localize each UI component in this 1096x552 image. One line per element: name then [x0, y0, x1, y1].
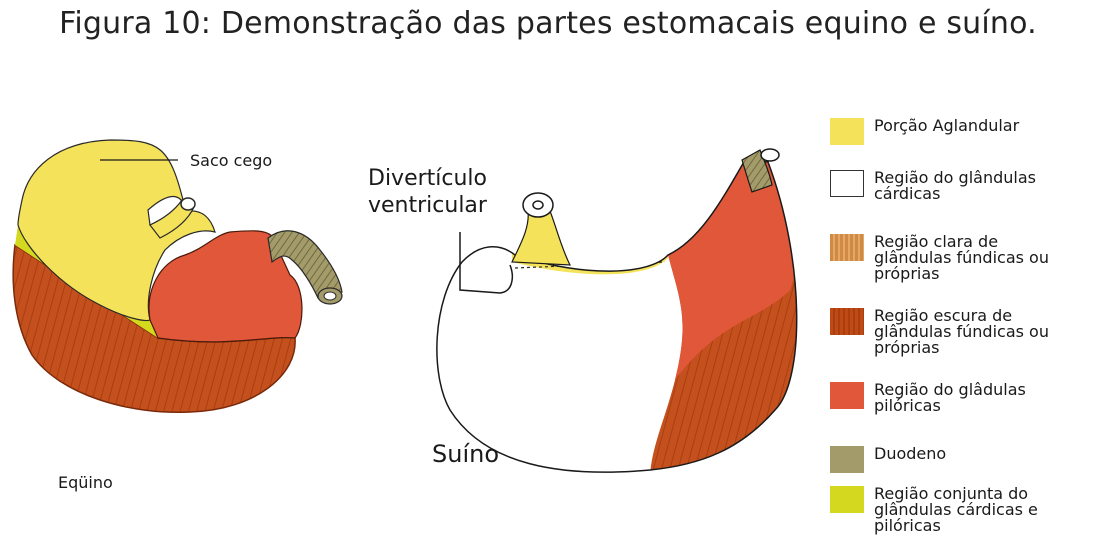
- figure-caption: Figura 10: Demonstração das partes estom…: [59, 6, 1037, 41]
- diverticulo-label-line2: ventricular: [368, 193, 488, 218]
- legend-label-fundic-light: Região clara de glândulas fúndicas ou pr…: [874, 232, 1049, 283]
- equine-stomach: Saco cego Eqüino: [12, 139, 343, 492]
- legend-label-fundic-dark: Região escura de glândulas fúndicas ou p…: [874, 306, 1049, 357]
- legend-label-joint: Região conjunta do glândulas cárdicas e …: [874, 484, 1038, 535]
- equine-name-label: Eqüino: [58, 473, 113, 492]
- stomach-diagram: Saco cego Eqüino Divertículo ventricular…: [12, 139, 798, 492]
- equine-aglandular-region: [17, 139, 216, 322]
- legend-swatch-pyloric: [830, 382, 864, 409]
- equine-joint-region: [15, 225, 158, 338]
- swine-region-dashed-boundary: [514, 261, 666, 269]
- legend-label-pyloric: Região do glâdulas pilóricas: [874, 380, 1026, 415]
- swine-diverticulum: [459, 232, 513, 294]
- legend-label-duodenum: Duodeno: [874, 444, 947, 463]
- legend-swatch-cardiac: [830, 170, 864, 197]
- legend-swatch-duodenum: [830, 446, 864, 473]
- swine-duodenum-opening: [760, 148, 780, 162]
- legend-label-cardiac: Região do glândulas cárdicas: [874, 168, 1036, 203]
- legend-item-fundic-light: Região clara de glândulas fúndicas ou pr…: [830, 234, 1049, 282]
- legend-item-joint: Região conjunta do glândulas cárdicas e …: [830, 486, 1038, 534]
- legend-item-cardiac: Região do glândulas cárdicas: [830, 170, 1036, 202]
- saco-cego-label: Saco cego: [190, 151, 272, 170]
- swine-name-label: Suíno: [432, 440, 499, 468]
- legend-label-aglandular: Porção Aglandular: [874, 116, 1020, 135]
- legend-swatch-fundic-light: [830, 234, 864, 261]
- swine-stomach: Divertículo ventricular Suíno: [368, 148, 798, 473]
- equine-pyloric-region: [148, 230, 303, 343]
- legend-swatch-fundic-dark: [830, 308, 864, 335]
- swine-pyloric-region: [668, 160, 797, 380]
- legend-item-pyloric: Região do glâdulas pilóricas: [830, 382, 1026, 414]
- legend-swatch-aglandular: [830, 118, 864, 145]
- legend-item-aglandular: Porção Aglandular: [830, 118, 1019, 145]
- legend-item-duodenum: Duodeno: [830, 446, 946, 473]
- equine-esophagus-opening: [180, 197, 196, 211]
- legend-item-fundic-dark: Região escura de glândulas fúndicas ou p…: [830, 308, 1049, 356]
- legend-swatch-joint: [830, 486, 864, 513]
- diverticulo-label-line1: Divertículo: [368, 166, 487, 191]
